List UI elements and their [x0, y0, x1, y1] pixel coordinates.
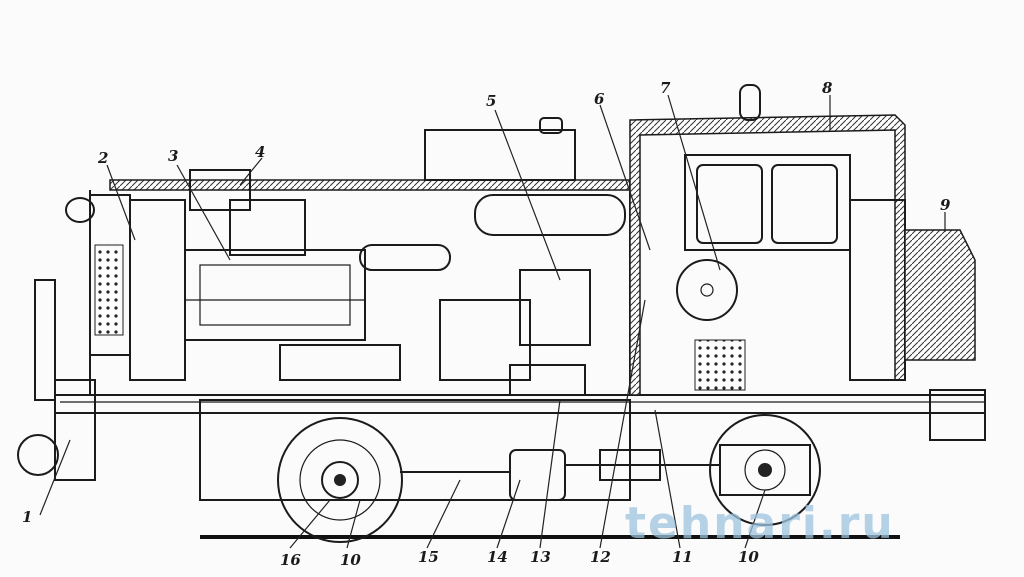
callout-label: 3: [168, 147, 178, 165]
callout-label: 13: [530, 548, 551, 566]
callout-label: 15: [418, 548, 439, 566]
callout-label: 11: [672, 548, 693, 566]
radiator: [65, 194, 186, 381]
rear-hood: [904, 229, 986, 441]
callout-label: 14: [487, 548, 508, 566]
callout-label: 12: [590, 548, 611, 566]
cab: [629, 84, 906, 396]
callout-label: 10: [340, 551, 361, 569]
callout-label: 7: [660, 79, 671, 97]
diesel-engine: [184, 199, 451, 381]
gearbox: [400, 449, 720, 501]
callout-label: 6: [594, 90, 605, 108]
compressor: [439, 194, 626, 396]
callout-label: 9: [940, 196, 951, 214]
watermark-text: tehnari.ru: [625, 498, 895, 549]
callout-label: 1: [22, 508, 32, 526]
callout-label: 2: [97, 149, 108, 167]
leader-lines: [39, 94, 946, 549]
front-buffer: [17, 279, 96, 481]
front-wheelset: [277, 417, 403, 543]
callout-label: 16: [280, 551, 301, 569]
callout-label: 5: [486, 92, 496, 110]
callout-label: 10: [738, 548, 759, 566]
chassis-frame: [54, 394, 986, 501]
callout-labels: 1 2 3 4 5 6 7 8 9 10 10 11 12 13 14 15 1…: [22, 79, 951, 569]
callout-label: 8: [822, 79, 833, 97]
callout-label: 4: [255, 143, 265, 161]
